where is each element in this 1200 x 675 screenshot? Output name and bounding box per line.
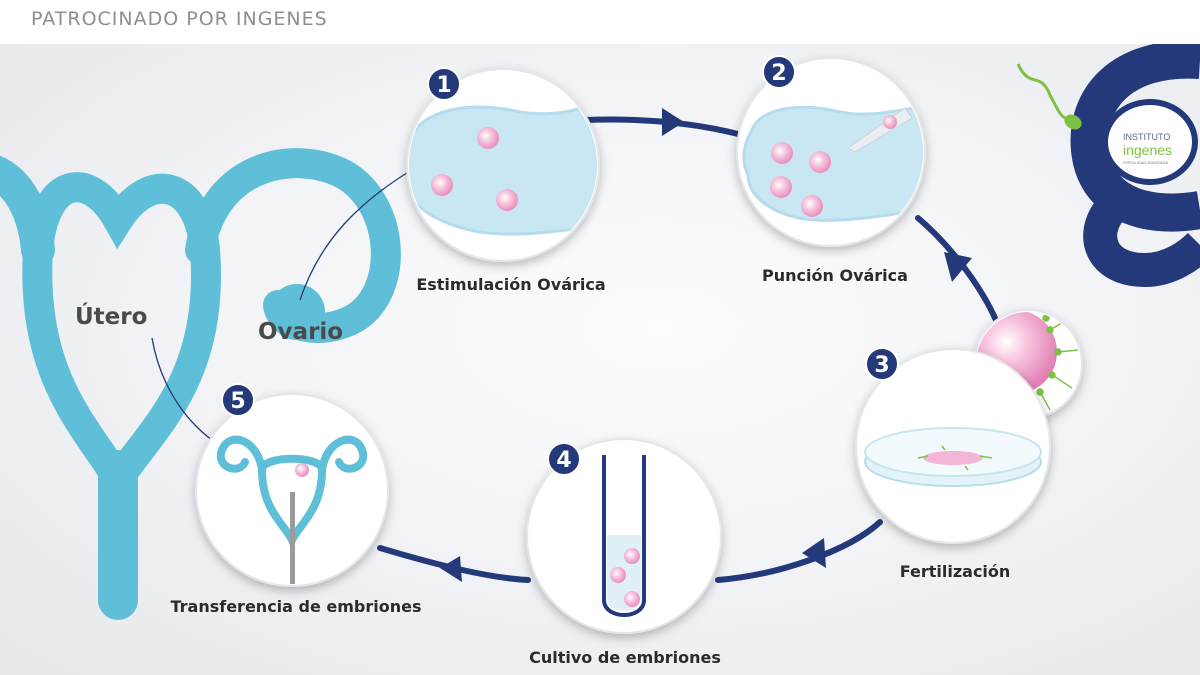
ivf-diagram-panel: Útero Ovario INSTITUTO ingenes FERTILIDA… bbox=[0, 44, 1200, 675]
step-2-caption: Punción Ovárica bbox=[762, 266, 908, 285]
step-1-caption: Estimulación Ovárica bbox=[416, 275, 605, 294]
logo-line3: FERTILIDAD AVANZADA bbox=[1123, 160, 1168, 165]
arrow-1-to-2 bbox=[662, 108, 684, 136]
step-2-circle: 2 Punción Ovárica bbox=[736, 55, 926, 285]
step-2-number: 2 bbox=[771, 61, 786, 86]
ovary-shape bbox=[269, 284, 325, 340]
step-5-number: 5 bbox=[230, 389, 245, 414]
step-3-number: 3 bbox=[874, 353, 889, 378]
ingenes-logo: INSTITUTO ingenes FERTILIDAD AVANZADA bbox=[1016, 44, 1200, 288]
step-4-caption: Cultivo de embriones bbox=[529, 648, 721, 667]
step-3-circle: 3 Fertilización bbox=[855, 347, 1051, 581]
step-4-number: 4 bbox=[556, 448, 571, 473]
step-5-caption: Transferencia de embriones bbox=[170, 597, 421, 616]
step-1-number: 1 bbox=[436, 73, 451, 98]
step-3-caption: Fertilización bbox=[900, 562, 1011, 581]
step-5-circle: 5 Transferencia de embriones bbox=[170, 383, 422, 616]
sponsor-bar: PATROCINADO POR INGENES bbox=[0, 0, 1200, 44]
sponsor-label: PATROCINADO POR INGENES bbox=[31, 8, 328, 30]
ovary-connector-line bbox=[299, 164, 421, 301]
uterus-label: Útero bbox=[75, 302, 147, 330]
arrow-4-to-5 bbox=[440, 556, 462, 582]
arrow-2-to-3 bbox=[944, 252, 972, 282]
ivf-diagram: Útero Ovario INSTITUTO ingenes FERTILIDA… bbox=[0, 44, 1200, 667]
logo-line2: ingenes bbox=[1123, 142, 1172, 158]
step-1-circle: 1 Estimulación Ovárica bbox=[406, 67, 606, 294]
logo-line1: INSTITUTO bbox=[1123, 132, 1170, 142]
step-4-circle: 4 Cultivo de embriones bbox=[526, 438, 722, 667]
ovary-label: Ovario bbox=[258, 319, 343, 345]
uterus-connector-line bbox=[151, 337, 213, 441]
arrow-3-to-4 bbox=[802, 538, 826, 568]
